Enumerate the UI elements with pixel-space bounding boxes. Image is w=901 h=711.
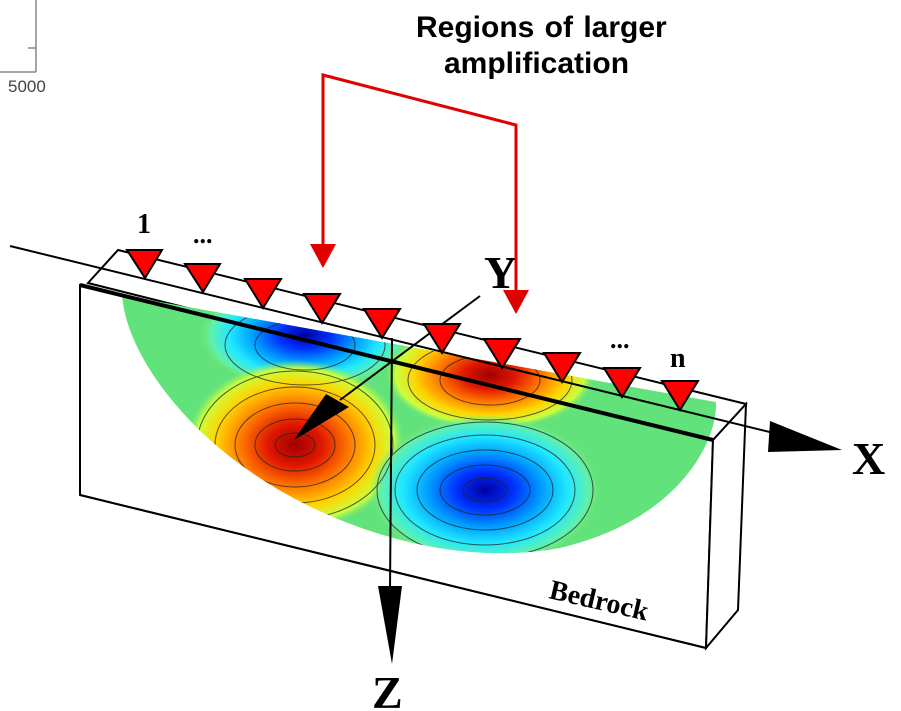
annotation-line-2: amplification xyxy=(444,47,630,80)
station-marker xyxy=(422,323,462,355)
station-marker xyxy=(302,293,342,325)
station-markers xyxy=(125,249,700,412)
y-axis-arrowhead xyxy=(294,394,349,440)
y-axis-line xyxy=(339,295,481,401)
station-marker xyxy=(243,278,283,310)
arrow-right-head xyxy=(503,290,529,314)
station-marker xyxy=(602,367,642,399)
deep-blue-region xyxy=(370,415,600,554)
station-ellipsis-left: ... xyxy=(193,220,213,249)
arrow-left-head xyxy=(310,244,336,268)
annotation-line-1: Regions of larger xyxy=(416,11,667,44)
y-axis-label: Y xyxy=(484,247,517,298)
block-top-edge xyxy=(79,283,714,442)
x-axis-line xyxy=(9,245,791,438)
station-marker xyxy=(660,380,700,412)
x-axis-label: X xyxy=(852,433,885,484)
x-axis-arrowhead xyxy=(768,421,842,452)
block-side-face xyxy=(704,401,748,651)
bedrock-label: Bedrock xyxy=(546,575,651,628)
amplification-field xyxy=(122,295,717,554)
station-label-last: n xyxy=(670,343,686,374)
station-marker xyxy=(482,338,522,370)
station-marker xyxy=(125,249,164,280)
annotation-title: Regions of larger amplification xyxy=(416,10,756,82)
station-label-first: 1 xyxy=(137,209,151,240)
station-marker xyxy=(362,308,402,340)
station-marker xyxy=(183,263,222,294)
station-ellipsis-right: ... xyxy=(610,325,630,354)
axis-tick-label: 5000 xyxy=(8,77,46,96)
residual-plot-frame xyxy=(0,0,37,73)
station-marker xyxy=(542,352,582,384)
deep-red-region xyxy=(185,360,405,530)
z-axis-line xyxy=(389,337,393,591)
z-axis-arrowhead xyxy=(378,586,402,664)
z-axis-label: Z xyxy=(372,667,403,711)
annotation-arrows xyxy=(321,73,518,292)
